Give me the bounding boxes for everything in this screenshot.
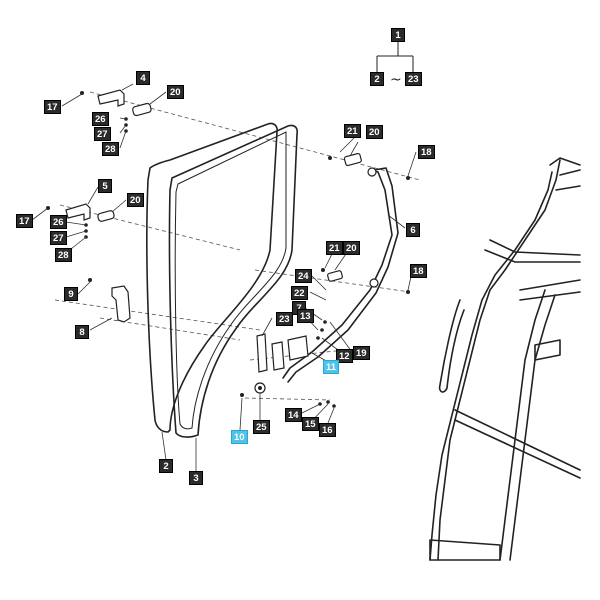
handle-rail bbox=[282, 167, 399, 383]
callout-2-range-start: 2 bbox=[370, 72, 384, 86]
callout-12: 12 bbox=[336, 349, 353, 363]
callout-20-lower-right: 20 bbox=[343, 241, 360, 255]
callout-5: 5 bbox=[98, 179, 112, 193]
callout-27-upper: 27 bbox=[94, 127, 111, 141]
lower-hinge-bracket bbox=[65, 203, 91, 221]
callout-2: 2 bbox=[159, 459, 173, 473]
callout-28-upper: 28 bbox=[102, 142, 119, 156]
callout-25: 25 bbox=[253, 420, 270, 434]
latch-bracket bbox=[111, 285, 131, 323]
callout-15: 15 bbox=[302, 417, 319, 431]
callout-26-lower: 26 bbox=[50, 215, 67, 229]
callout-21-upper: 21 bbox=[344, 124, 361, 138]
callout-16: 16 bbox=[319, 423, 336, 437]
callout-4: 4 bbox=[136, 71, 150, 85]
upper-hinge-bracket bbox=[97, 89, 125, 107]
door-glass-panel bbox=[146, 122, 278, 433]
callout-27-lower: 27 bbox=[50, 231, 67, 245]
callout-23-range-end: 23 bbox=[405, 72, 422, 86]
callout-20-lower-left: 20 bbox=[127, 193, 144, 207]
callout-9: 9 bbox=[64, 287, 78, 301]
callout-22: 22 bbox=[291, 286, 308, 300]
knob bbox=[254, 382, 266, 394]
callout-17-lower: 17 bbox=[16, 214, 33, 228]
callout-20-upper-right: 20 bbox=[366, 125, 383, 139]
latch-plates bbox=[256, 333, 309, 373]
callout-8: 8 bbox=[75, 325, 89, 339]
callout-20-upper-left: 20 bbox=[167, 85, 184, 99]
callout-14: 14 bbox=[285, 408, 302, 422]
fasteners bbox=[46, 91, 410, 408]
callout-1: 1 bbox=[391, 28, 405, 42]
callout-3: 3 bbox=[189, 471, 203, 485]
callout-18-upper: 18 bbox=[418, 145, 435, 159]
callout-6: 6 bbox=[406, 223, 420, 237]
callout-18-lower: 18 bbox=[410, 264, 427, 278]
callout-13: 13 bbox=[297, 309, 314, 323]
range-bracket bbox=[376, 42, 414, 72]
callout-21-lower: 21 bbox=[326, 241, 343, 255]
callout-10-highlighted[interactable]: 10 bbox=[231, 430, 248, 444]
callout-19: 19 bbox=[353, 346, 370, 360]
callout-11-highlighted[interactable]: 11 bbox=[323, 360, 340, 374]
callout-28-lower: 28 bbox=[55, 248, 72, 262]
callout-26-upper: 26 bbox=[92, 112, 109, 126]
pads bbox=[97, 102, 362, 282]
cab-frame bbox=[429, 157, 581, 561]
callout-17-upper: 17 bbox=[44, 100, 61, 114]
callout-24: 24 bbox=[295, 269, 312, 283]
range-tilde: ~ bbox=[390, 72, 402, 88]
callout-23: 23 bbox=[276, 312, 293, 326]
leader-lines bbox=[31, 83, 417, 472]
door-seal-frame bbox=[168, 124, 298, 438]
